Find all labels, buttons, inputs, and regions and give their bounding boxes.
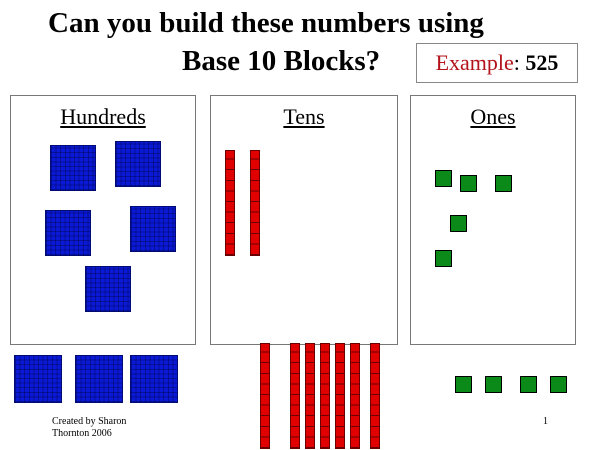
hundred-flat[interactable]: [85, 266, 131, 312]
slide-number: 1: [543, 416, 548, 427]
ten-rod[interactable]: [335, 343, 345, 449]
ones-panel-title: Ones: [470, 104, 516, 129]
one-unit[interactable]: [550, 376, 567, 393]
hundred-flat[interactable]: [14, 355, 62, 403]
example-colon: :: [513, 50, 520, 75]
hundred-flat[interactable]: [50, 145, 96, 191]
ten-rod[interactable]: [225, 150, 235, 256]
hundred-flat[interactable]: [130, 355, 178, 403]
one-unit[interactable]: [435, 250, 452, 267]
ten-rod[interactable]: [305, 343, 315, 449]
one-unit[interactable]: [495, 175, 512, 192]
ten-rod[interactable]: [260, 343, 270, 449]
hundred-flat[interactable]: [45, 210, 91, 256]
ten-rod[interactable]: [250, 150, 260, 256]
one-unit[interactable]: [435, 170, 452, 187]
slide-title-line-2: Base 10 Blocks?: [182, 45, 381, 77]
hundred-flat[interactable]: [130, 206, 176, 252]
one-unit[interactable]: [455, 376, 472, 393]
one-unit[interactable]: [485, 376, 502, 393]
hundred-flat[interactable]: [115, 141, 161, 187]
footer-credit: Created by Sharon Thornton 2006: [52, 416, 127, 439]
hundreds-panel-title: Hundreds: [60, 104, 146, 129]
one-unit[interactable]: [520, 376, 537, 393]
one-unit[interactable]: [460, 175, 477, 192]
ten-rod[interactable]: [290, 343, 300, 449]
slide-title-line-1: Can you build these numbers using: [48, 7, 484, 39]
example-label: Example: [435, 50, 514, 75]
example-box: Example: 525: [416, 43, 578, 83]
ones-panel: Ones: [410, 95, 576, 345]
tens-panel-title: Tens: [283, 104, 325, 129]
one-unit[interactable]: [450, 215, 467, 232]
ten-rod[interactable]: [320, 343, 330, 449]
ten-rod[interactable]: [370, 343, 380, 449]
example-value: 525: [525, 50, 559, 75]
hundred-flat[interactable]: [75, 355, 123, 403]
tens-panel: Tens: [210, 95, 398, 345]
ten-rod[interactable]: [350, 343, 360, 449]
